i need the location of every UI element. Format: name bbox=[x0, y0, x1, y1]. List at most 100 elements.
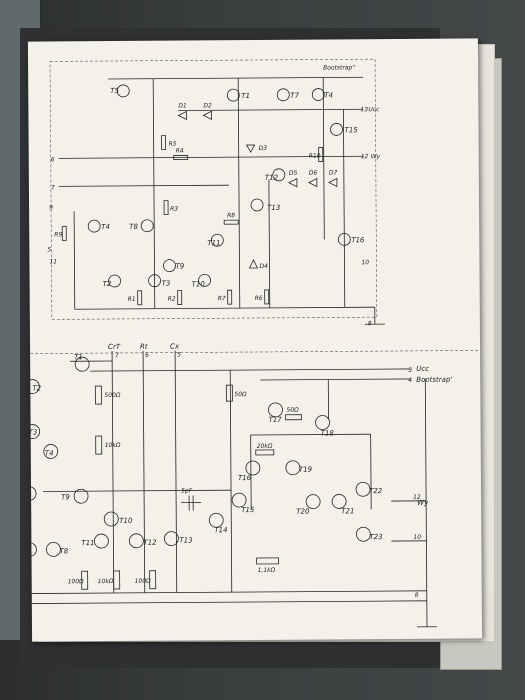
label-100ohm-b: 100Ω bbox=[135, 578, 152, 585]
label-t7: T7 bbox=[290, 92, 299, 100]
label-r8: R8 bbox=[227, 212, 235, 219]
resistor-20kohm bbox=[255, 449, 275, 456]
transistor-t8-symbol bbox=[140, 219, 154, 233]
label-t13: T13 bbox=[179, 536, 192, 544]
diode-d2 bbox=[202, 110, 212, 120]
transistor-t7-symbol bbox=[276, 88, 290, 102]
label-d7: D7 bbox=[329, 169, 338, 176]
pin-5-lower: 5 bbox=[177, 352, 181, 359]
label-t2: T2 bbox=[103, 280, 112, 288]
transistor-t8-lower-symbol bbox=[46, 542, 61, 557]
diode-d7 bbox=[328, 177, 338, 188]
label-100ohm-a: 100Ω bbox=[68, 578, 85, 585]
pin-10-upper: 10 bbox=[361, 259, 369, 266]
pin-7-lower: 7 bbox=[115, 352, 119, 359]
label-t12: T12 bbox=[265, 174, 279, 182]
label-d2: D2 bbox=[203, 102, 212, 109]
label-d1: D1 bbox=[178, 102, 186, 109]
resistor-500ohm bbox=[94, 385, 102, 405]
label-d6: D6 bbox=[309, 170, 318, 177]
resistor-r2 bbox=[177, 290, 183, 305]
transistor-t12-symbol bbox=[272, 168, 286, 182]
resistor-r4 bbox=[173, 155, 189, 160]
transistor-t19-symbol bbox=[285, 460, 301, 476]
label-t3-lower: T3 bbox=[29, 429, 38, 437]
upper-schematic: Bootstrap'' Ucc Wy 12 13 10 9 7 8 6 5 11… bbox=[47, 58, 385, 327]
pin-13-upper: 13 bbox=[360, 106, 368, 113]
rail-wy-lower: Wy bbox=[417, 499, 429, 507]
label-t18: T18 bbox=[321, 429, 335, 437]
transistor-t20-symbol bbox=[305, 494, 321, 509]
transistor-t2-lower-symbol bbox=[27, 379, 40, 394]
label-500ohm: 500Ω bbox=[104, 392, 121, 399]
label-t1-lower: T1 bbox=[74, 353, 83, 361]
diode-d5 bbox=[288, 178, 298, 188]
pin-cx: Cx bbox=[170, 343, 180, 351]
transistor-t11-symbol bbox=[94, 533, 109, 549]
transistor-t3-lower-symbol bbox=[27, 424, 41, 439]
pin-ucc-upper: Ucc bbox=[368, 106, 380, 113]
transistor-t9-symbol bbox=[163, 259, 176, 272]
label-d3: D3 bbox=[259, 145, 268, 152]
resistor-50ohm-a bbox=[225, 384, 233, 402]
label-r7: R7 bbox=[218, 295, 226, 302]
pin-12-upper: 12 bbox=[361, 153, 369, 160]
label-t15: T15 bbox=[241, 506, 255, 514]
label-t8-lower: T8 bbox=[59, 547, 68, 555]
label-t9: T9 bbox=[175, 262, 184, 270]
pin-11-upper: 11 bbox=[49, 258, 57, 265]
resistor-100ohm-a bbox=[81, 570, 89, 590]
transistor-t14-symbol bbox=[311, 88, 325, 101]
label-t16: T16 bbox=[238, 474, 252, 482]
label-10kohm-a: 10kΩ bbox=[105, 442, 121, 449]
label-50ohm-a: 50Ω bbox=[234, 391, 247, 398]
label-r3: R3 bbox=[170, 206, 178, 213]
label-r10: R10 bbox=[309, 153, 321, 160]
transistor-t4-lower-symbol bbox=[43, 444, 59, 459]
label-r4: R4 bbox=[176, 147, 184, 154]
transistor-t13-symbol bbox=[250, 198, 264, 212]
label-t10: T10 bbox=[119, 517, 133, 525]
resistor-r7 bbox=[227, 289, 233, 305]
label-r5: R5 bbox=[169, 141, 177, 148]
label-1-1kohm: 1,1kΩ bbox=[258, 567, 276, 574]
pin-8-upper: 8 bbox=[368, 320, 372, 327]
label-t9-lower: T9 bbox=[61, 493, 70, 501]
label-t17: T17 bbox=[269, 416, 283, 424]
transistor-t16-symbol bbox=[245, 460, 261, 476]
label-d4: D4 bbox=[259, 263, 268, 270]
label-t5: T5 bbox=[110, 87, 119, 95]
label-t12: T12 bbox=[143, 539, 157, 547]
label-r2: R2 bbox=[168, 296, 176, 303]
lower-schematic: CrT Rt Cx 7 6 5 3 4 12 10 8 Ucc Bootstra… bbox=[27, 343, 481, 628]
label-10kohm-b: 10kΩ bbox=[98, 578, 114, 585]
pin-wy-upper: Wy bbox=[371, 153, 381, 160]
pin-rt: Rt bbox=[140, 343, 148, 351]
label-t11: T11 bbox=[81, 539, 94, 547]
transistor-t12-symbol bbox=[128, 533, 144, 549]
transistor-t18-symbol bbox=[315, 415, 330, 430]
label-t4-lower: T4 bbox=[45, 449, 54, 457]
diode-d1 bbox=[177, 110, 187, 121]
label-t10: T10 bbox=[192, 280, 206, 288]
pin-bootstrap-upper: Bootstrap'' bbox=[323, 64, 356, 71]
label-t19: T19 bbox=[299, 466, 313, 474]
transistor-t2-symbol bbox=[108, 274, 121, 288]
resistor-r1 bbox=[137, 290, 143, 306]
transistor-t10-symbol bbox=[198, 273, 211, 287]
diode-d6 bbox=[308, 177, 318, 188]
transistor-t17-symbol bbox=[268, 402, 283, 418]
pin-8-lower: 8 bbox=[415, 592, 419, 599]
transistor-t11-symbol bbox=[210, 233, 224, 247]
label-r6: R6 bbox=[255, 295, 263, 302]
transistor-t5-symbol bbox=[116, 84, 130, 98]
resistor-r8 bbox=[223, 219, 239, 225]
resistor-r6 bbox=[264, 289, 270, 305]
rail-bootstrap-lower: Bootstrap' bbox=[416, 376, 452, 384]
resistor-r9 bbox=[61, 225, 67, 241]
transistor-t15-symbol bbox=[330, 123, 343, 136]
transistor-t14-symbol bbox=[208, 512, 224, 528]
upper-boundary bbox=[49, 58, 378, 320]
label-t4: T4 bbox=[101, 223, 110, 231]
pin-9-upper: 9 bbox=[49, 204, 53, 211]
